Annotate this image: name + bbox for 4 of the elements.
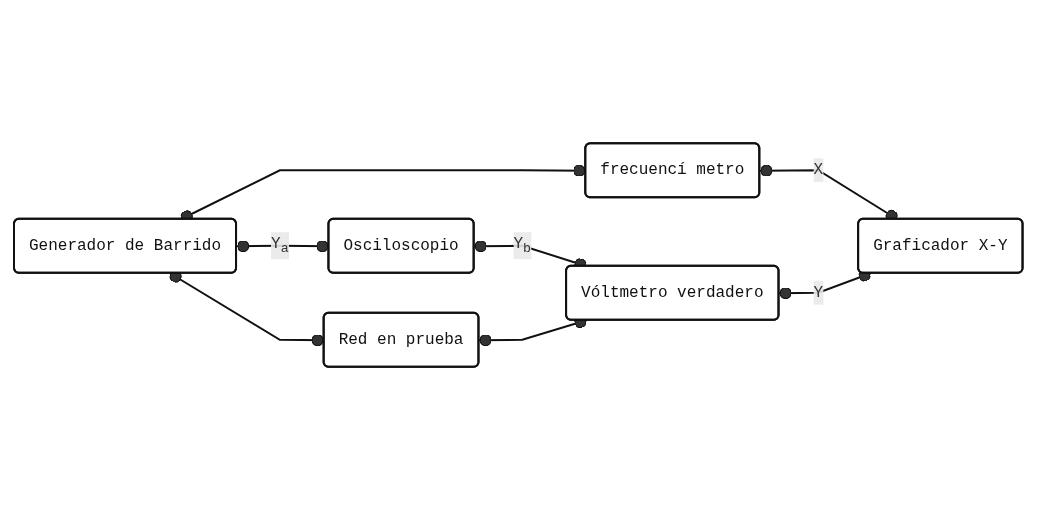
edge-label: Y$_{a}$ bbox=[271, 235, 289, 257]
edge-label: X bbox=[813, 161, 824, 180]
edge-label: Y bbox=[813, 283, 824, 302]
edge-label: Y$_{b}$ bbox=[513, 235, 532, 257]
